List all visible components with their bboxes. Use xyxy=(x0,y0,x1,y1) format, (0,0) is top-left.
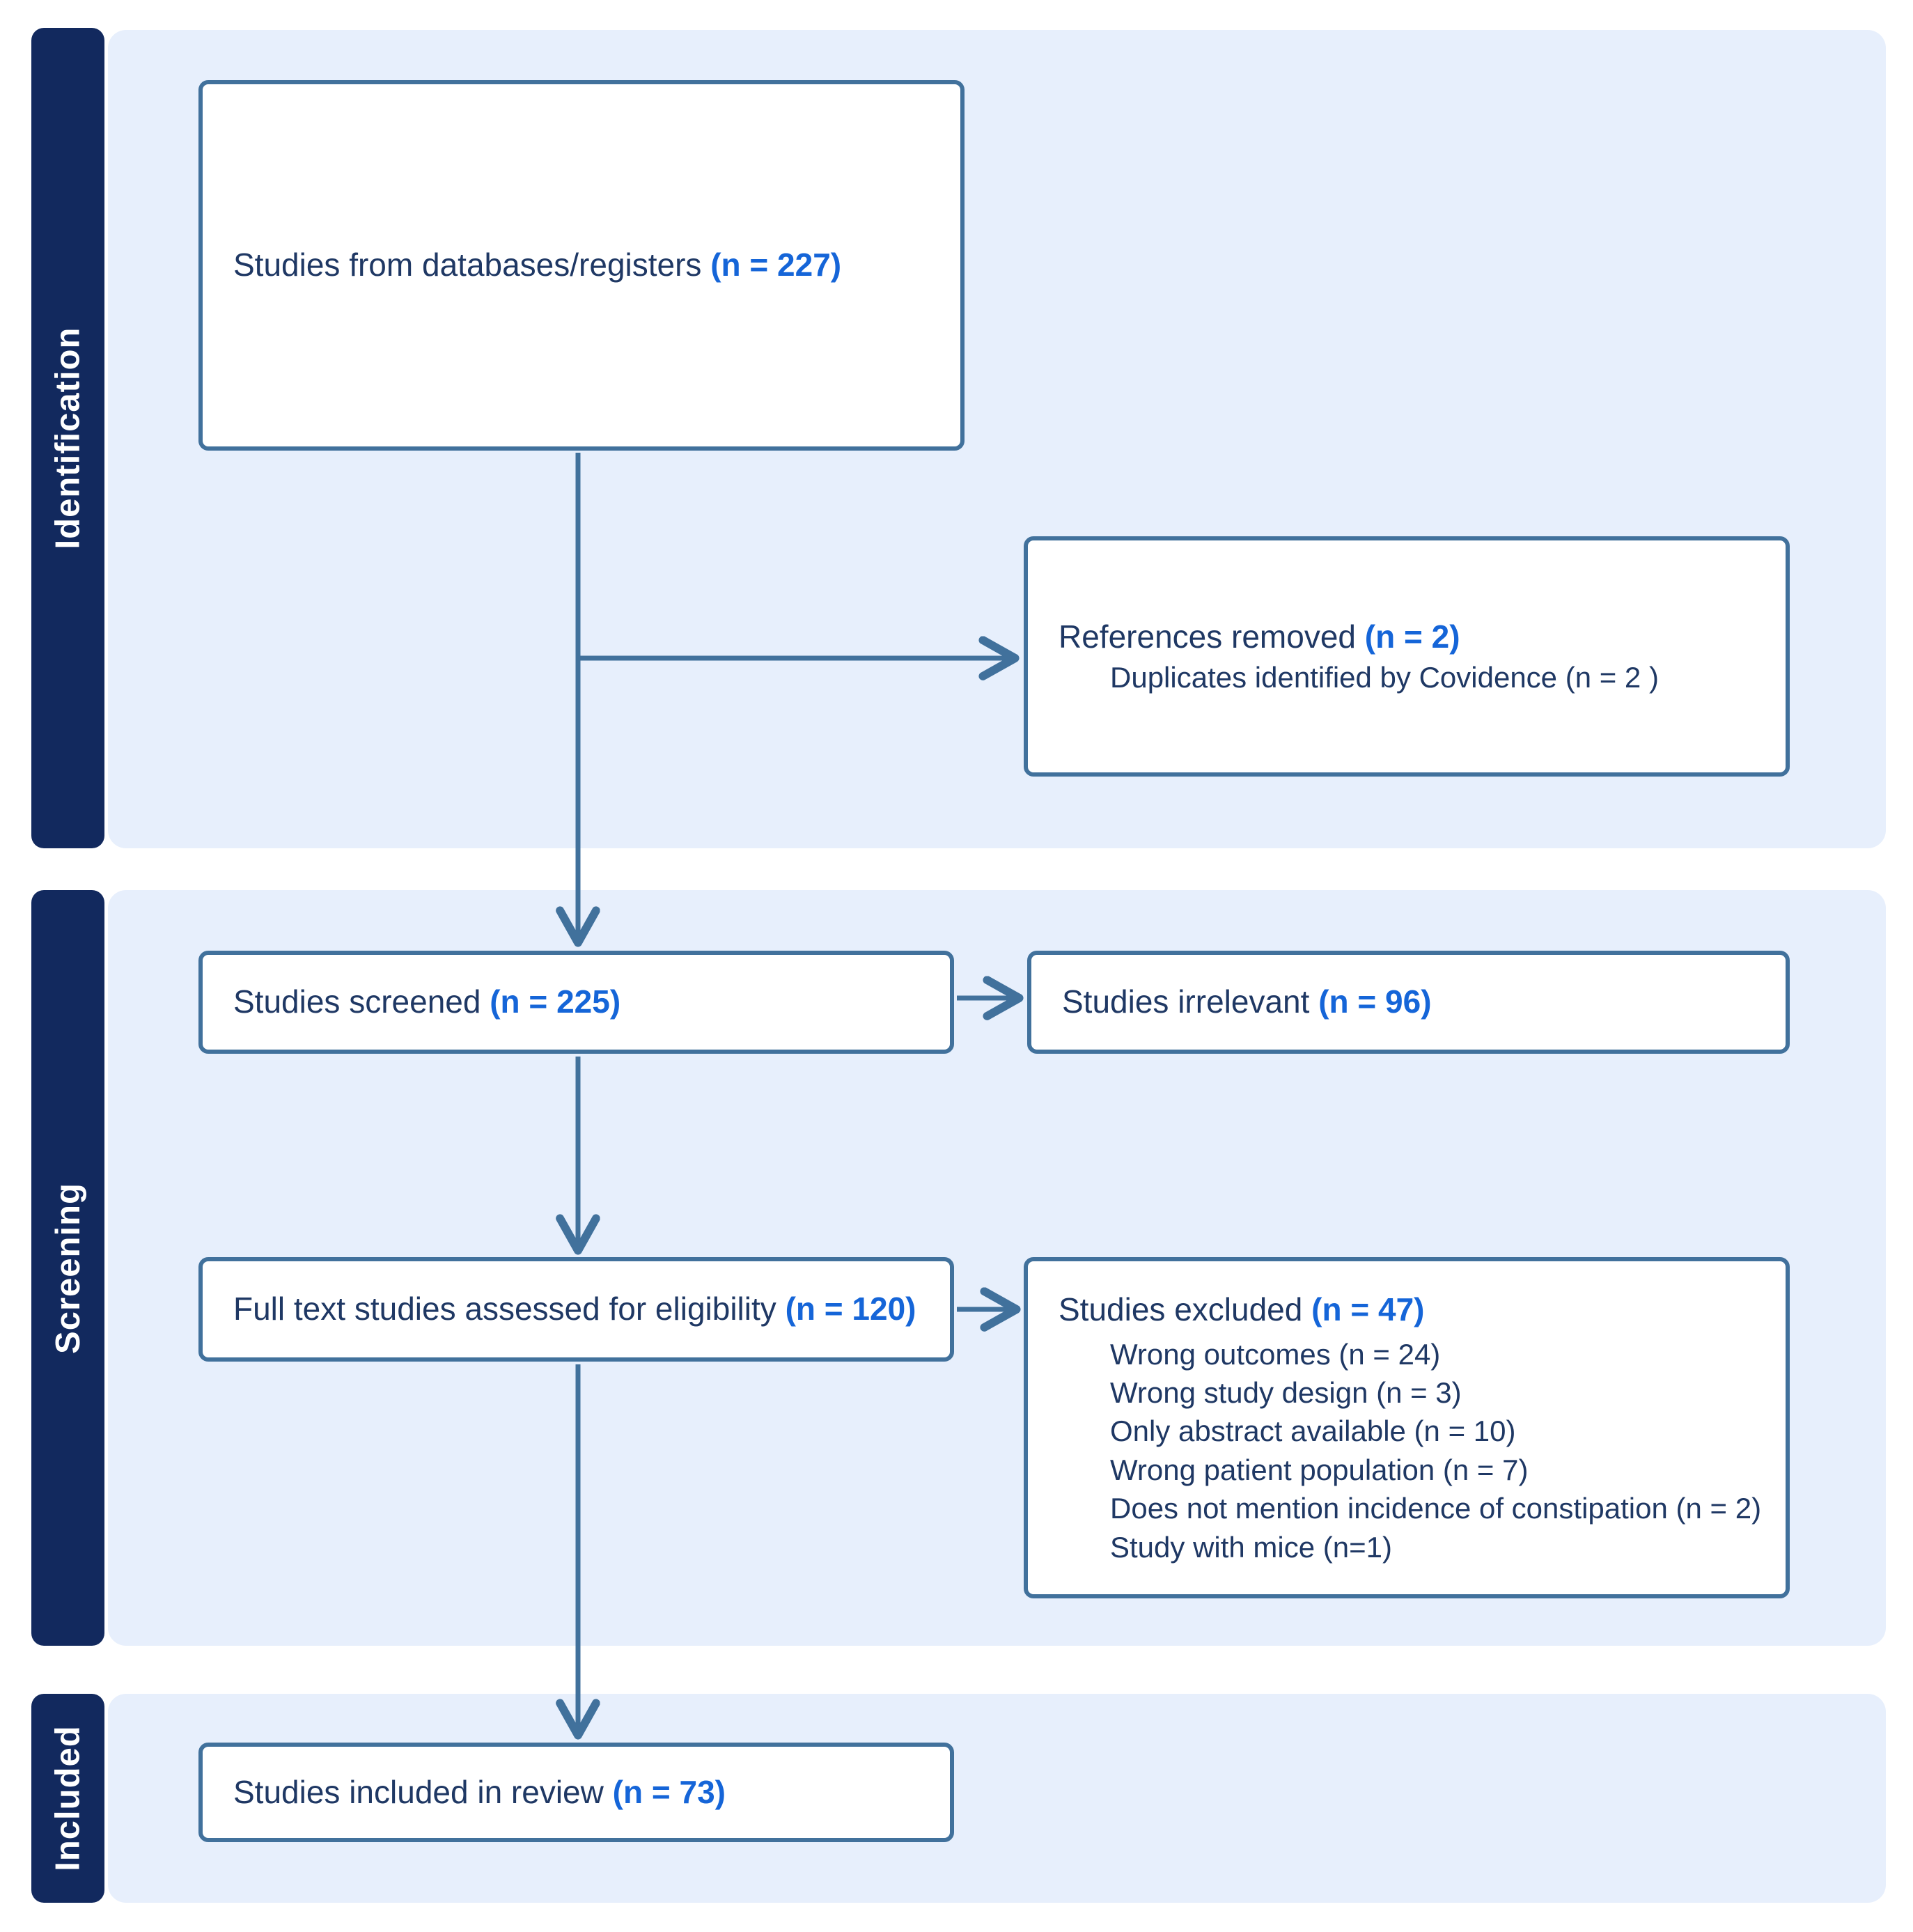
screening-rail-label: Screening xyxy=(49,1182,87,1354)
excluded-count: (n = 47) xyxy=(1311,1291,1425,1327)
included-rail: Included xyxy=(31,1694,104,1903)
references-removed-label: References removed (n = 2) xyxy=(1059,618,1460,655)
screened-box: Studies screened (n = 225) xyxy=(198,951,954,1054)
screened-box-label: Studies screened (n = 225) xyxy=(233,983,621,1020)
identification-rail-label: Identification xyxy=(49,327,87,550)
screening-rail: Screening xyxy=(31,890,104,1646)
fulltext-box-label: Full text studies assessed for eligibili… xyxy=(233,1291,916,1327)
excluded-box-label: Studies excluded (n = 47) xyxy=(1059,1291,1425,1327)
included-rail-label: Included xyxy=(49,1725,87,1871)
databases-box-label: Studies from databases/registers (n = 22… xyxy=(233,247,842,283)
excluded-reason: Only abstract available (n = 10) xyxy=(1110,1415,1516,1448)
identification-rail: Identification xyxy=(31,28,104,848)
excluded-reason: Study with mice (n=1) xyxy=(1110,1530,1392,1564)
references-removed-box: References removed (n = 2) Duplicates id… xyxy=(1024,536,1790,777)
excluded-reason: Wrong outcomes (n = 24) xyxy=(1110,1337,1441,1371)
fulltext-box: Full text studies assessed for eligibili… xyxy=(198,1257,954,1362)
included-box-label: Studies included in review (n = 73) xyxy=(233,1773,726,1810)
irrelevant-box-label: Studies irrelevant (n = 96) xyxy=(1062,983,1432,1020)
references-removed-count: (n = 2) xyxy=(1364,618,1460,655)
references-removed-detail: Duplicates identified by Covidence (n = … xyxy=(1110,660,1659,694)
fulltext-count: (n = 120) xyxy=(785,1291,916,1327)
excluded-box: Studies excluded (n = 47) Wrong outcomes… xyxy=(1024,1257,1790,1598)
excluded-reason: Wrong patient population (n = 7) xyxy=(1110,1453,1529,1486)
excluded-reason: Wrong study design (n = 3) xyxy=(1110,1376,1462,1410)
irrelevant-box: Studies irrelevant (n = 96) xyxy=(1027,951,1790,1054)
included-count: (n = 73) xyxy=(612,1773,726,1810)
screened-count: (n = 225) xyxy=(490,983,621,1020)
databases-box: Studies from databases/registers (n = 22… xyxy=(198,80,965,451)
excluded-reason: Does not mention incidence of constipati… xyxy=(1110,1492,1762,1525)
included-box: Studies included in review (n = 73) xyxy=(198,1743,954,1842)
irrelevant-count: (n = 96) xyxy=(1318,983,1432,1020)
databases-count: (n = 227) xyxy=(710,247,842,283)
